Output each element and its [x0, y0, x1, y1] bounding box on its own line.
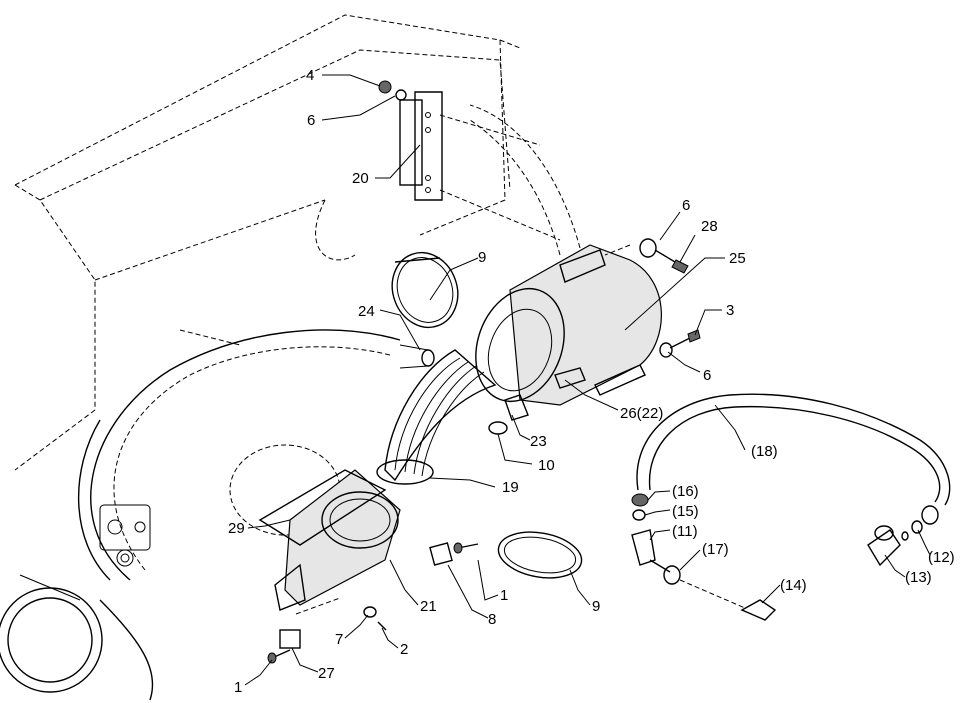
callout-1-mid: 1: [500, 587, 508, 604]
bolt-3: [659, 329, 701, 358]
callout-18: (18): [751, 443, 778, 460]
callout-11: (11): [672, 523, 698, 540]
callout-28: 28: [701, 218, 718, 235]
callout-17: (17): [702, 541, 729, 558]
callout-3: 3: [726, 302, 734, 319]
callout-1-bottom: 1: [234, 679, 242, 696]
callout-23: 23: [530, 433, 547, 450]
callout-8: 8: [488, 611, 496, 628]
callout-19: 19: [502, 479, 519, 496]
callout-13: (13): [905, 569, 932, 586]
fasteners: [267, 542, 479, 664]
callout-29: 29: [228, 520, 245, 537]
callout-27: 27: [318, 665, 335, 682]
callout-10: 10: [538, 457, 555, 474]
callout-15: (15): [672, 503, 699, 520]
callout-20: 20: [352, 170, 369, 187]
callout-7: 7: [335, 631, 343, 648]
vacuator-hose: [631, 393, 951, 621]
callout-6-low: 6: [703, 367, 711, 384]
flexible-hose: [376, 349, 497, 485]
callout-6-right: 6: [682, 197, 690, 214]
callout-9-top: 9: [478, 249, 486, 266]
mounting-bracket: [378, 80, 561, 241]
hose-clamp-10: [488, 421, 508, 435]
bolt-28: [604, 238, 689, 274]
callout-24: 24: [358, 303, 375, 320]
callout-9-bottom: 9: [592, 598, 600, 615]
leader-lines: [244, 74, 931, 686]
machine-frame: [14, 14, 521, 471]
callout-2: 2: [400, 641, 408, 658]
callout-16: (16): [672, 483, 699, 500]
callout-12: (12): [928, 549, 955, 566]
nipple-24: [399, 344, 435, 369]
hose-clamp-top: [391, 251, 459, 329]
callout-labels: 4 6 20 6 28 9 25 24 3 6 26(22) (18) 23 1…: [228, 67, 955, 696]
callout-25: 25: [729, 250, 746, 267]
callout-4: 4: [306, 67, 314, 84]
callout-14: (14): [780, 577, 807, 594]
callout-6-top: 6: [307, 112, 315, 129]
hose-clamp-bottom: [497, 531, 583, 579]
air-filter-housing: [469, 104, 662, 421]
callout-21: 21: [420, 598, 437, 615]
intake-elbow: [258, 469, 401, 611]
callout-26-22: 26(22): [620, 405, 663, 422]
